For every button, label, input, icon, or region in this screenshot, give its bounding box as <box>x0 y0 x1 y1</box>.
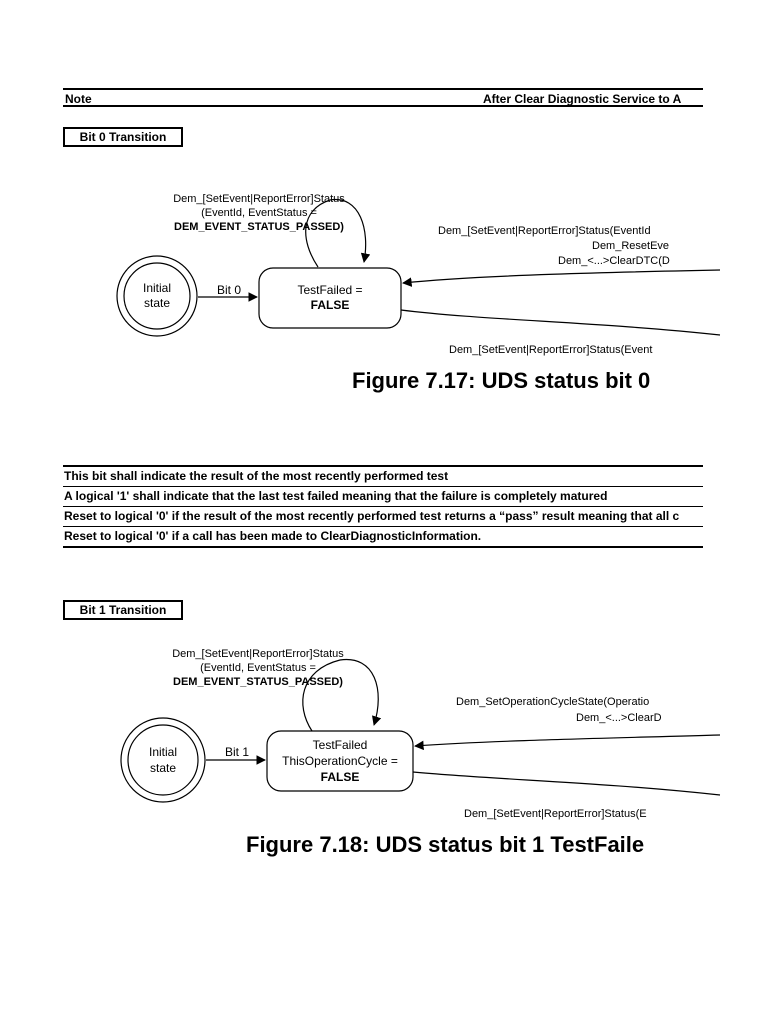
description-row: Reset to logical '0' if the result of th… <box>63 506 703 526</box>
bit1-initial-inner-circle <box>127 724 199 796</box>
bit1-outgoing-label: Dem_[SetEvent|ReportError]Status(E <box>464 808 647 820</box>
bit1-state-box <box>266 730 414 792</box>
bit1-transition-label: Bit 1 Transition <box>63 600 183 620</box>
bit0-initial-line2: state <box>144 296 170 310</box>
bit1-self-loop-line3: DEM_EVENT_STATUS_PASSED) <box>173 676 343 688</box>
description-row: This bit shall indicate the result of th… <box>64 469 449 483</box>
bit0-incoming-arrow <box>402 269 721 287</box>
bit0-state-box <box>258 267 402 329</box>
bit0-incoming-line2: Dem_ResetEve <box>592 240 669 252</box>
bit1-incoming-arrow <box>414 734 721 751</box>
page-content: Note After Clear Diagnostic Service to A… <box>63 88 721 857</box>
bit1-initial-line1: Initial <box>149 745 177 759</box>
bit1-figure-caption: Figure 7.18: UDS status bit 1 TestFaile <box>246 832 645 857</box>
note-text: After Clear Diagnostic Service to A <box>483 92 682 106</box>
bit1-incoming-line1: Dem_SetOperationCycleState(Operatio <box>456 696 649 708</box>
bit0-figure-caption: Figure 7.17: UDS status bit 0 <box>352 368 651 393</box>
bit0-incoming-line1: Dem_[SetEvent|ReportError]Status(EventId <box>438 225 651 237</box>
note-row: Note After Clear Diagnostic Service to A <box>63 88 703 107</box>
bit0-initial-outer-circle <box>116 255 198 337</box>
bit0-initial-inner-circle <box>123 262 191 330</box>
bit1-state-line1: TestFailed <box>313 738 368 752</box>
bit0-state-line1: TestFailed = <box>297 283 362 297</box>
bit1-state-line2: ThisOperationCycle = <box>282 754 398 768</box>
bit1-self-loop-line2: (EventId, EventStatus = <box>200 662 316 674</box>
description-row: A logical '1' shall indicate that the la… <box>63 486 703 506</box>
bit0-self-loop-arrow <box>305 199 371 268</box>
bit0-self-loop-line3: DEM_EVENT_STATUS_PASSED) <box>174 221 344 233</box>
bit0-initial-line1: Initial <box>143 281 171 295</box>
bit1-initial-outer-circle <box>120 717 206 803</box>
bit1-arrow-label: Bit 1 <box>225 745 249 759</box>
bit1-self-loop-line1: Dem_[SetEvent|ReportError]Status <box>172 648 344 660</box>
bit-description-table: This bit shall indicate the result of th… <box>63 465 703 548</box>
bit1-self-loop-arrow <box>302 658 382 732</box>
bit1-state-line3: FALSE <box>321 770 360 784</box>
bit1-initial-line2: state <box>150 761 176 775</box>
note-label: Note <box>65 92 92 106</box>
bit1-incoming-line2: Dem_<...>ClearD <box>576 712 662 724</box>
bit0-self-loop-line2: (EventId, EventStatus = <box>201 207 317 219</box>
bit0-outgoing-arrow <box>400 309 721 336</box>
bit0-state-line2: FALSE <box>311 298 350 312</box>
description-row: Reset to logical '0' if a call has been … <box>63 526 703 546</box>
bit0-self-loop-line1: Dem_[SetEvent|ReportError]Status <box>173 193 345 205</box>
bit0-outgoing-label: Dem_[SetEvent|ReportError]Status(Event <box>449 344 652 356</box>
bit1-outgoing-arrow <box>412 771 721 796</box>
bit0-transition-label: Bit 0 Transition <box>63 127 183 147</box>
bit0-arrow-label: Bit 0 <box>217 283 241 297</box>
bit0-incoming-line3: Dem_<...>ClearDTC(D <box>558 255 670 267</box>
